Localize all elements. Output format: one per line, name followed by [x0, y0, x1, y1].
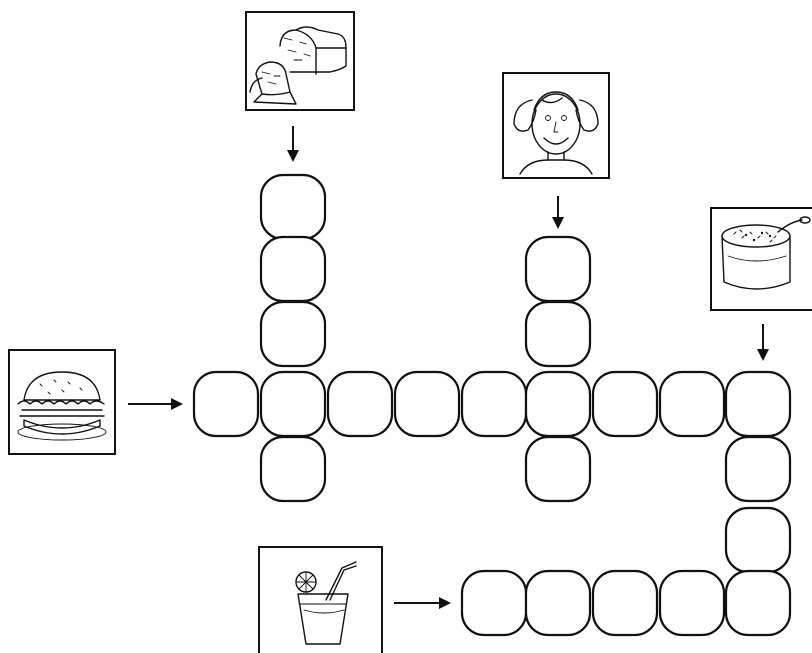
- bread-cell-5[interactable]: [259, 435, 327, 503]
- hamburger-picture: [17, 371, 107, 441]
- bread-picture-frame: [245, 11, 355, 111]
- bread-cell-1[interactable]: [259, 173, 327, 241]
- clue-bread: [245, 11, 355, 111]
- bread-arrow: [287, 126, 299, 162]
- juice-cell-4[interactable]: [658, 569, 726, 637]
- girl-face-picture: [513, 91, 599, 175]
- bread-cell-3[interactable]: [259, 300, 327, 368]
- hamburger-cell-7[interactable]: [591, 370, 659, 438]
- soup-arrow: [757, 324, 769, 361]
- juice-picture-frame: [258, 546, 383, 653]
- girl-cell-1[interactable]: [524, 235, 592, 303]
- girl-cell-2[interactable]: [524, 300, 592, 368]
- girl-picture-frame: [502, 72, 610, 179]
- juice-cell-2[interactable]: [524, 569, 592, 637]
- hamburger-cell-6[interactable]: [524, 370, 592, 438]
- hamburger-cell-5[interactable]: [460, 370, 528, 438]
- juice-glass-picture: [295, 561, 357, 645]
- soup-cell-2[interactable]: [724, 435, 792, 503]
- clue-soup: [710, 207, 812, 311]
- bread-cell-2[interactable]: [259, 235, 327, 303]
- juice-cell-1[interactable]: [460, 569, 528, 637]
- clue-hamburger: [8, 349, 116, 455]
- soup-bowl-picture: [721, 216, 811, 290]
- clue-girl: [502, 72, 610, 179]
- hamburger-arrow: [128, 398, 183, 410]
- bread-loaf-picture: [249, 26, 347, 105]
- soup-picture-frame: [710, 207, 812, 311]
- hamburger-cell-1[interactable]: [192, 370, 260, 438]
- juice-cell-3[interactable]: [591, 569, 659, 637]
- hamburger-cell-2[interactable]: [259, 370, 327, 438]
- juice-arrow: [394, 597, 451, 609]
- girl-cell-4[interactable]: [524, 435, 592, 503]
- clue-juice: [258, 546, 383, 653]
- hamburger-cell-3[interactable]: [326, 370, 394, 438]
- crossword-grid: [192, 173, 792, 637]
- arrows: [128, 126, 769, 609]
- girl-arrow: [552, 196, 564, 229]
- soup-cell-3[interactable]: [724, 506, 792, 574]
- hamburger-cell-8[interactable]: [658, 370, 726, 438]
- hamburger-cell-9[interactable]: [724, 370, 792, 438]
- soup-cell-4[interactable]: [724, 569, 792, 637]
- hamburger-cell-4[interactable]: [393, 370, 461, 438]
